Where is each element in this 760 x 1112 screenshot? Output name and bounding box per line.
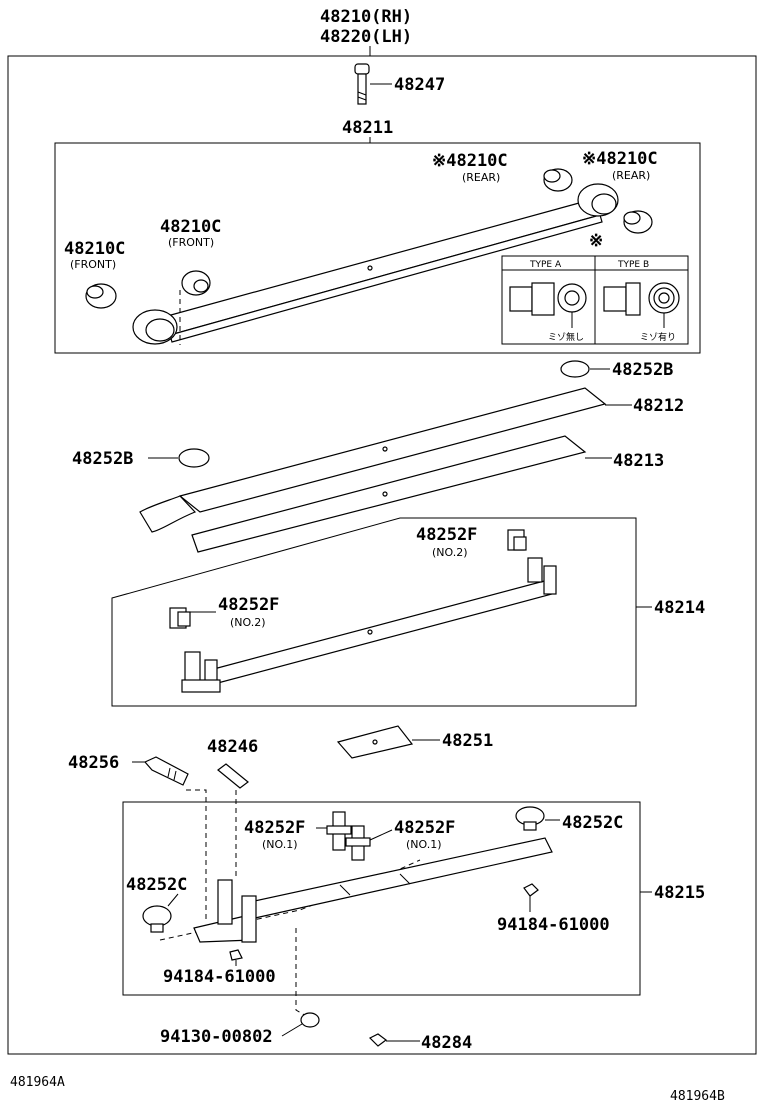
leaf-48213[interactable] [191, 435, 587, 553]
label-48284: 48284 [421, 1033, 472, 1053]
frame-48211 [54, 142, 701, 354]
assembly-title-lh: 48220(LH) [320, 27, 412, 47]
diagram-ref-right: 481964B [670, 1089, 725, 1104]
dash-94130 [295, 928, 307, 1017]
label-48256: 48256 [68, 753, 119, 773]
leaf-48214[interactable] [181, 557, 557, 693]
leaf-48215[interactable] [193, 837, 553, 943]
label-48252F-left: 48252F [218, 595, 279, 615]
clip-48252F-left[interactable] [169, 607, 191, 629]
clip-48252F-center-1[interactable] [326, 811, 352, 851]
note-type-a: ミゾ無し [548, 331, 584, 343]
note-48252F-top: (NO.2) [432, 546, 468, 559]
label-48252B-left: 48252B [72, 449, 133, 469]
label-type-b: TYPE B [617, 260, 649, 270]
frame-48214 [111, 517, 637, 707]
frame-48215 [122, 801, 641, 996]
label-48215: 48215 [654, 883, 705, 903]
bolt-48256[interactable] [144, 756, 189, 786]
label-bushing-rear-1: ※48210C [432, 151, 508, 171]
label-48247: 48247 [394, 75, 445, 95]
nut-94184-right[interactable] [523, 883, 539, 897]
label-94130: 94130-00802 [160, 1027, 273, 1047]
main-leaf-48211[interactable] [132, 183, 619, 345]
dash-48256 [186, 789, 207, 920]
assembly-frame [7, 55, 757, 1055]
clip-48252F-center-2[interactable] [345, 825, 371, 861]
clip-48252B-left[interactable] [178, 448, 210, 468]
label-94184-right: 94184-61000 [497, 915, 610, 935]
label-bushing-front-2: 48210C [64, 239, 125, 259]
label-48252F-center-2: 48252F [394, 818, 455, 838]
clip-48252B-right[interactable] [560, 360, 590, 378]
leader-48252C-left [167, 893, 179, 907]
leader-94130 [281, 1023, 303, 1037]
bushing-rear-2[interactable] [623, 210, 653, 234]
bushing-rear-1[interactable] [543, 168, 573, 192]
note-type-b: ミゾ有り [640, 331, 676, 343]
leader-48252F-center-2 [369, 829, 393, 841]
bushing-type-a[interactable] [509, 282, 587, 316]
label-48246: 48246 [207, 737, 258, 757]
nut-48284[interactable] [368, 1033, 387, 1047]
note-bushing-front-2: (FRONT) [70, 258, 116, 271]
label-48252B-right: 48252B [612, 360, 673, 380]
nut-94130[interactable] [300, 1012, 320, 1028]
bolt-48247[interactable] [354, 63, 370, 105]
clip-48252C-left[interactable] [142, 905, 172, 933]
note-bushing-front-1: (FRONT) [168, 236, 214, 249]
note-48252F-left: (NO.2) [230, 616, 266, 629]
note-48252F-center-2: (NO.1) [406, 838, 442, 851]
note-bushing-rear-1: (REAR) [462, 171, 500, 184]
assembly-title-rh: 48210(RH) [320, 7, 412, 27]
inset-mark: ※ [589, 231, 603, 251]
clip-48252F-top[interactable] [507, 529, 527, 551]
label-48251: 48251 [442, 731, 493, 751]
label-48252F-center-1: 48252F [244, 818, 305, 838]
nut-94184-left[interactable] [229, 949, 243, 961]
bushing-type-b[interactable] [603, 282, 680, 316]
clip-48252C-right[interactable] [515, 806, 545, 831]
note-bushing-rear-2: (REAR) [612, 169, 650, 182]
diagram-ref-left: 481964A [10, 1075, 65, 1090]
label-48252C-left: 48252C [126, 875, 187, 895]
label-48252F-top: 48252F [416, 525, 477, 545]
label-48252C-right: 48252C [562, 813, 623, 833]
label-48211: 48211 [342, 118, 393, 138]
label-bushing-rear-2: ※48210C [582, 149, 658, 169]
bushing-front-1[interactable] [181, 270, 211, 296]
label-48213: 48213 [613, 451, 664, 471]
label-48214: 48214 [654, 598, 705, 618]
pad-48251[interactable] [336, 725, 414, 759]
leaf-48212[interactable] [139, 387, 607, 533]
pin-48246[interactable] [217, 763, 249, 789]
label-48212: 48212 [633, 396, 684, 416]
label-bushing-front-1: 48210C [160, 217, 221, 237]
label-type-a: TYPE A [529, 260, 562, 270]
note-48252F-center-1: (NO.1) [262, 838, 298, 851]
bushing-front-2[interactable] [85, 283, 117, 309]
label-94184-left: 94184-61000 [163, 967, 276, 987]
